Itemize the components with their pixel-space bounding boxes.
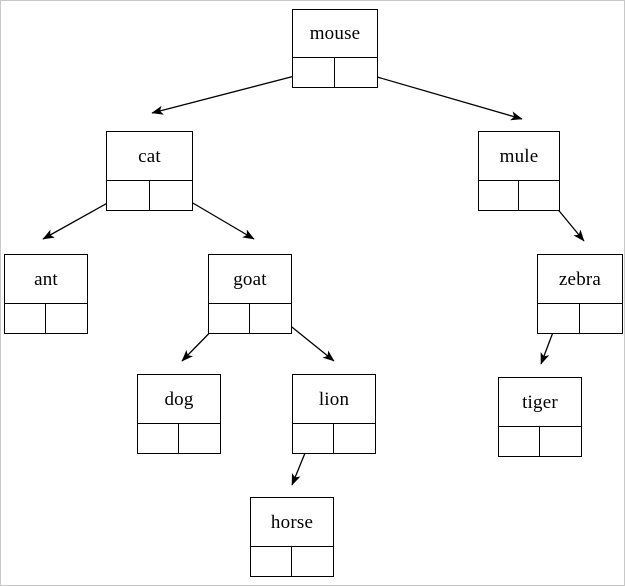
node-label-mouse: mouse xyxy=(309,23,361,44)
node-pointers-goat xyxy=(209,303,291,333)
node-left-pointer-cat xyxy=(107,181,150,210)
node-right-pointer-ant xyxy=(46,304,87,333)
node-right-pointer-cat xyxy=(150,181,193,210)
tree-node-zebra: zebra xyxy=(537,254,623,334)
node-pointers-ant xyxy=(5,303,87,333)
node-left-pointer-goat xyxy=(209,304,250,333)
tree-node-mule: mule xyxy=(478,131,560,211)
node-pointers-zebra xyxy=(538,303,622,333)
node-label-mule: mule xyxy=(499,145,539,167)
node-label-dog: dog xyxy=(164,388,194,410)
node-label-zebra: zebra xyxy=(558,268,602,290)
node-left-pointer-tiger xyxy=(499,427,540,456)
node-right-pointer-mule xyxy=(519,181,559,210)
node-left-pointer-zebra xyxy=(538,304,580,333)
node-left-pointer-dog xyxy=(138,424,179,453)
node-pointers-mule xyxy=(479,180,559,210)
node-label-tiger: tiger xyxy=(522,391,558,413)
node-left-pointer-ant xyxy=(5,304,46,333)
node-right-pointer-zebra xyxy=(580,304,622,333)
node-label-ant: ant xyxy=(34,268,58,290)
node-pointers-lion xyxy=(293,423,375,453)
tree-node-horse: horse xyxy=(250,497,334,577)
node-label-horse: horse xyxy=(270,511,314,533)
node-left-pointer-mule xyxy=(479,181,519,210)
node-pointers-dog xyxy=(138,423,220,453)
node-right-pointer-goat xyxy=(250,304,291,333)
node-right-pointer-dog xyxy=(179,424,220,453)
tree-node-goat: goat xyxy=(208,254,292,334)
node-left-pointer-horse xyxy=(251,547,292,576)
node-pointers-cat xyxy=(107,180,192,210)
tree-node-cat: cat xyxy=(106,131,193,211)
tree-node-tiger: tiger xyxy=(498,377,582,457)
tree-node-lion: lion xyxy=(292,374,376,454)
node-right-pointer-lion xyxy=(334,424,375,453)
node-label-goat: goat xyxy=(233,268,267,290)
node-right-pointer-mouse xyxy=(335,58,377,87)
node-right-pointer-horse xyxy=(292,547,333,576)
node-left-pointer-mouse xyxy=(293,58,335,87)
node-label-cat: cat xyxy=(138,145,161,167)
tree-node-dog: dog xyxy=(137,374,221,454)
tree-edge-mouse-right-to-mule xyxy=(352,69,523,121)
node-pointers-tiger xyxy=(499,426,581,456)
node-label-lion: lion xyxy=(318,388,350,410)
tree-node-ant: ant xyxy=(4,254,88,334)
node-left-pointer-lion xyxy=(293,424,334,453)
node-right-pointer-tiger xyxy=(540,427,581,456)
tree-edge-mouse-left-to-cat xyxy=(151,70,315,115)
node-pointers-horse xyxy=(251,546,333,576)
node-pointers-mouse xyxy=(293,57,377,87)
tree-node-mouse: mouse xyxy=(292,9,378,88)
